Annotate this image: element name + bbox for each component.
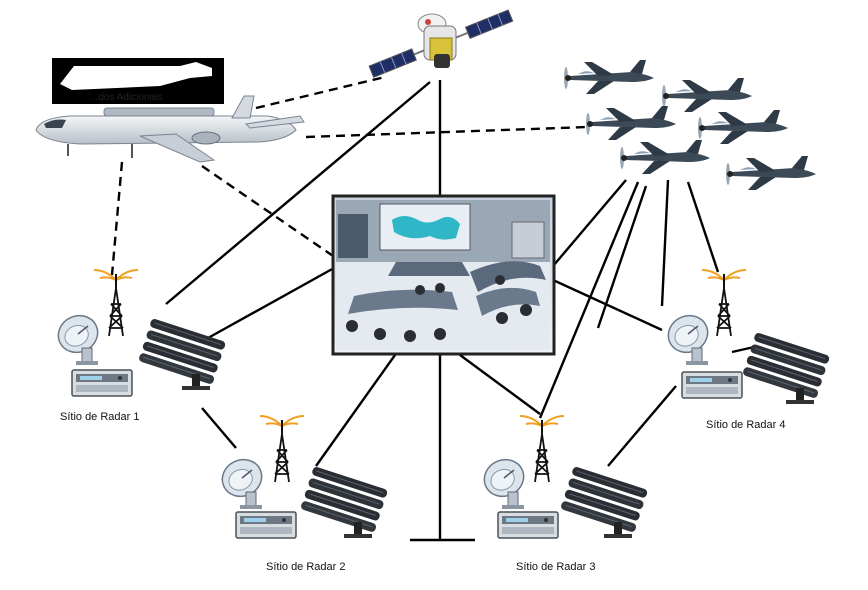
fighter-aircraft-icon [564,60,654,94]
dashed-links [110,75,589,276]
site-label: Sítio de Radar 3 [516,561,596,573]
control-center-icon [331,194,556,356]
radio-tower-icon [259,415,305,483]
radar-dish-icon [661,308,715,366]
radio-tower-icon [93,269,139,337]
site-label: Sítio de Radar 1 [60,411,140,423]
awacs-aircraft-icon: ...dos Adicionais [35,58,305,163]
antenna-array-icon [299,465,389,539]
radio-tower-icon [701,269,747,337]
equipment-rack-icon [681,371,743,399]
banner-box: ...dos Adicionais [52,58,224,104]
fighter-aircraft-icon [662,78,752,112]
radar-site-4: Sítio de Radar 4 [661,269,831,431]
radar-dish-icon [477,452,531,510]
banner-text: ...dos Adicionais [90,92,162,103]
antenna-array-icon [137,317,227,391]
radio-tower-icon [519,415,565,483]
antenna-array-icon [559,465,649,539]
solid-links [165,80,755,542]
satellite-icon [368,9,514,78]
fighter-aircraft-icon [586,106,676,140]
site-label: Sítio de Radar 2 [266,561,346,573]
equipment-rack-icon [235,511,297,539]
radar-site-2: Sítio de Radar 2 [215,415,389,573]
radar-dish-icon [215,452,269,510]
radar-dish-icon [51,308,105,366]
equipment-rack-icon [71,369,133,397]
fighter-aircraft-icon [726,156,816,190]
antenna-array-icon [741,331,831,405]
fighter-aircraft-icon [698,110,788,144]
radar-site-3: Sítio de Radar 3 [477,415,649,573]
fighter-aircraft-icon [620,140,710,174]
radar-site-1: Sítio de Radar 1 [51,269,227,423]
equipment-rack-icon [497,511,559,539]
fighter-squadron [564,60,816,190]
site-label: Sítio de Radar 4 [706,419,786,431]
